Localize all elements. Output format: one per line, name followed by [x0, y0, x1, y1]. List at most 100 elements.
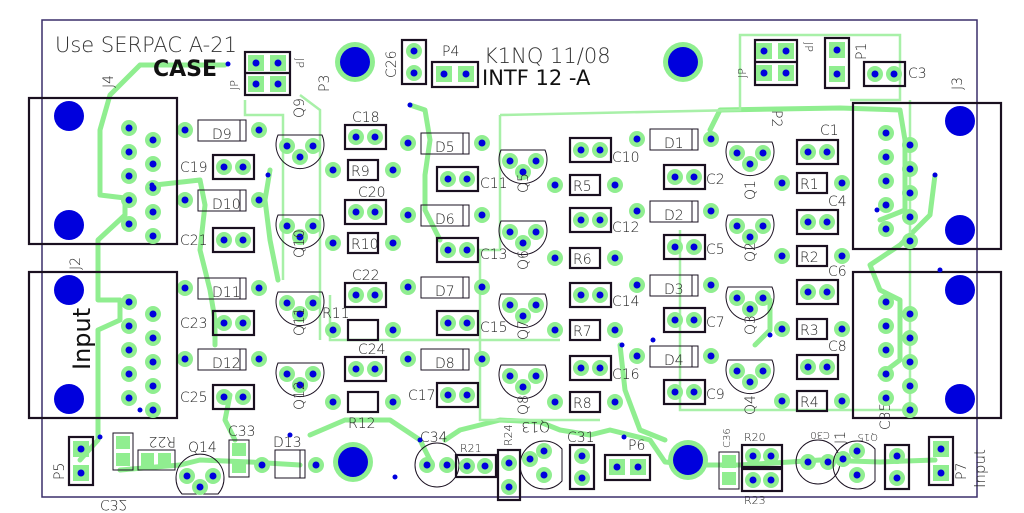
drill-hole	[906, 213, 914, 221]
drill-hole	[404, 139, 412, 147]
via	[621, 434, 627, 440]
drill-hole	[540, 447, 548, 455]
ref-label: Q6	[516, 250, 532, 270]
drill-hole	[578, 452, 586, 460]
via	[619, 342, 625, 348]
drill-hole	[671, 243, 679, 251]
drill-hole	[823, 218, 831, 226]
ref-label: C17	[408, 388, 436, 404]
ref-label: C23	[180, 316, 208, 332]
copper-traces	[77, 33, 938, 473]
drill-hole	[804, 458, 812, 466]
drill-hole	[749, 476, 757, 484]
component-c34: C34	[414, 430, 460, 488]
drill-hole	[125, 220, 133, 228]
drill-hole	[596, 291, 604, 299]
via	[265, 172, 271, 178]
ref-label: R2	[800, 250, 819, 266]
drill-hole	[906, 382, 914, 390]
drill-hole	[746, 305, 754, 313]
component-c11: C11	[435, 165, 508, 193]
ref-label: C34	[420, 430, 448, 446]
component-c36: C36	[718, 428, 740, 490]
drill-hole	[220, 236, 228, 244]
drill-hole	[749, 452, 757, 460]
drill-hole	[759, 367, 767, 375]
drill-hole	[778, 252, 786, 260]
drill-hole	[283, 222, 291, 230]
ref-label: Q12	[292, 381, 308, 410]
via	[137, 407, 143, 413]
ref-label: Q5	[516, 173, 532, 193]
drill-hole	[690, 173, 698, 181]
drill-hole	[882, 225, 890, 233]
component-q11: Q11	[275, 291, 325, 336]
ref-label: R4	[800, 395, 819, 411]
drill-hole	[890, 70, 898, 78]
drill-hole	[149, 160, 157, 168]
component-d1: D1	[629, 128, 719, 152]
drill-hole	[578, 474, 586, 482]
component-q2: Q2	[725, 214, 775, 262]
ref-label: R9	[351, 164, 370, 180]
drill-hole	[220, 393, 228, 401]
smd-pad	[116, 436, 130, 449]
drill-hole	[125, 298, 133, 306]
drill-hole	[255, 284, 263, 292]
component-r22: R22	[137, 433, 176, 471]
drill-hole	[125, 124, 133, 132]
via	[97, 434, 103, 440]
drill-hole	[519, 383, 527, 391]
components: D9D10D11D12D5D6D7D8D1D2D3D4D13C19C21C23C…	[27, 36, 1003, 512]
drill-hole	[633, 281, 641, 289]
drill-hole	[882, 201, 890, 209]
drill-hole	[440, 70, 448, 78]
drill-hole	[882, 322, 890, 330]
drill-hole	[463, 319, 471, 327]
component-j1: J1	[833, 270, 1003, 444]
component-c21: C21	[180, 226, 256, 254]
drill-hole	[707, 281, 715, 289]
drill-hole	[410, 47, 418, 55]
drill-hole	[906, 406, 914, 414]
drill-hole	[760, 69, 768, 77]
drill-hole	[577, 216, 585, 224]
drill-hole	[671, 388, 679, 396]
drill-hole	[478, 211, 486, 219]
ref-label: R10	[351, 237, 379, 253]
ref-label: Q13	[521, 418, 550, 434]
ref-label: R5	[573, 179, 592, 195]
drill-hole	[410, 69, 418, 77]
drill-hole	[906, 334, 914, 342]
drill-hole	[481, 462, 489, 470]
ref-label: P6	[628, 438, 645, 454]
component-r5: R5	[547, 173, 623, 197]
ref-label: D9	[212, 127, 232, 143]
drill-hole	[463, 246, 471, 254]
ref-label: C7	[706, 315, 725, 331]
ref-label: D7	[435, 284, 455, 300]
drill-hole	[839, 455, 847, 463]
drill-hole	[149, 136, 157, 144]
ref-label: J2	[68, 257, 84, 270]
component-c23: C23	[180, 309, 256, 337]
drill-hole	[823, 288, 831, 296]
drill-hole	[937, 445, 945, 453]
drill-hole	[283, 370, 291, 378]
jumper-label: JP	[293, 58, 306, 68]
drill-hole	[444, 391, 452, 399]
ref-label: C5	[706, 242, 725, 258]
drill-hole	[296, 233, 304, 241]
component-d12: D12	[177, 348, 267, 372]
smd-pad	[116, 453, 130, 466]
drill-hole	[196, 483, 204, 491]
drill-hole	[671, 173, 679, 181]
via	[417, 437, 423, 443]
drill-hole	[596, 216, 604, 224]
ref-label: D2	[664, 208, 684, 224]
drill-hole	[551, 254, 559, 262]
ref-label: P2	[768, 110, 784, 127]
ref-label: C22	[352, 268, 380, 284]
drill-hole	[329, 239, 337, 247]
board-texts: Use SERPAC A-21 CASE K1NQ 11/08 INTF 12 …	[55, 33, 989, 488]
